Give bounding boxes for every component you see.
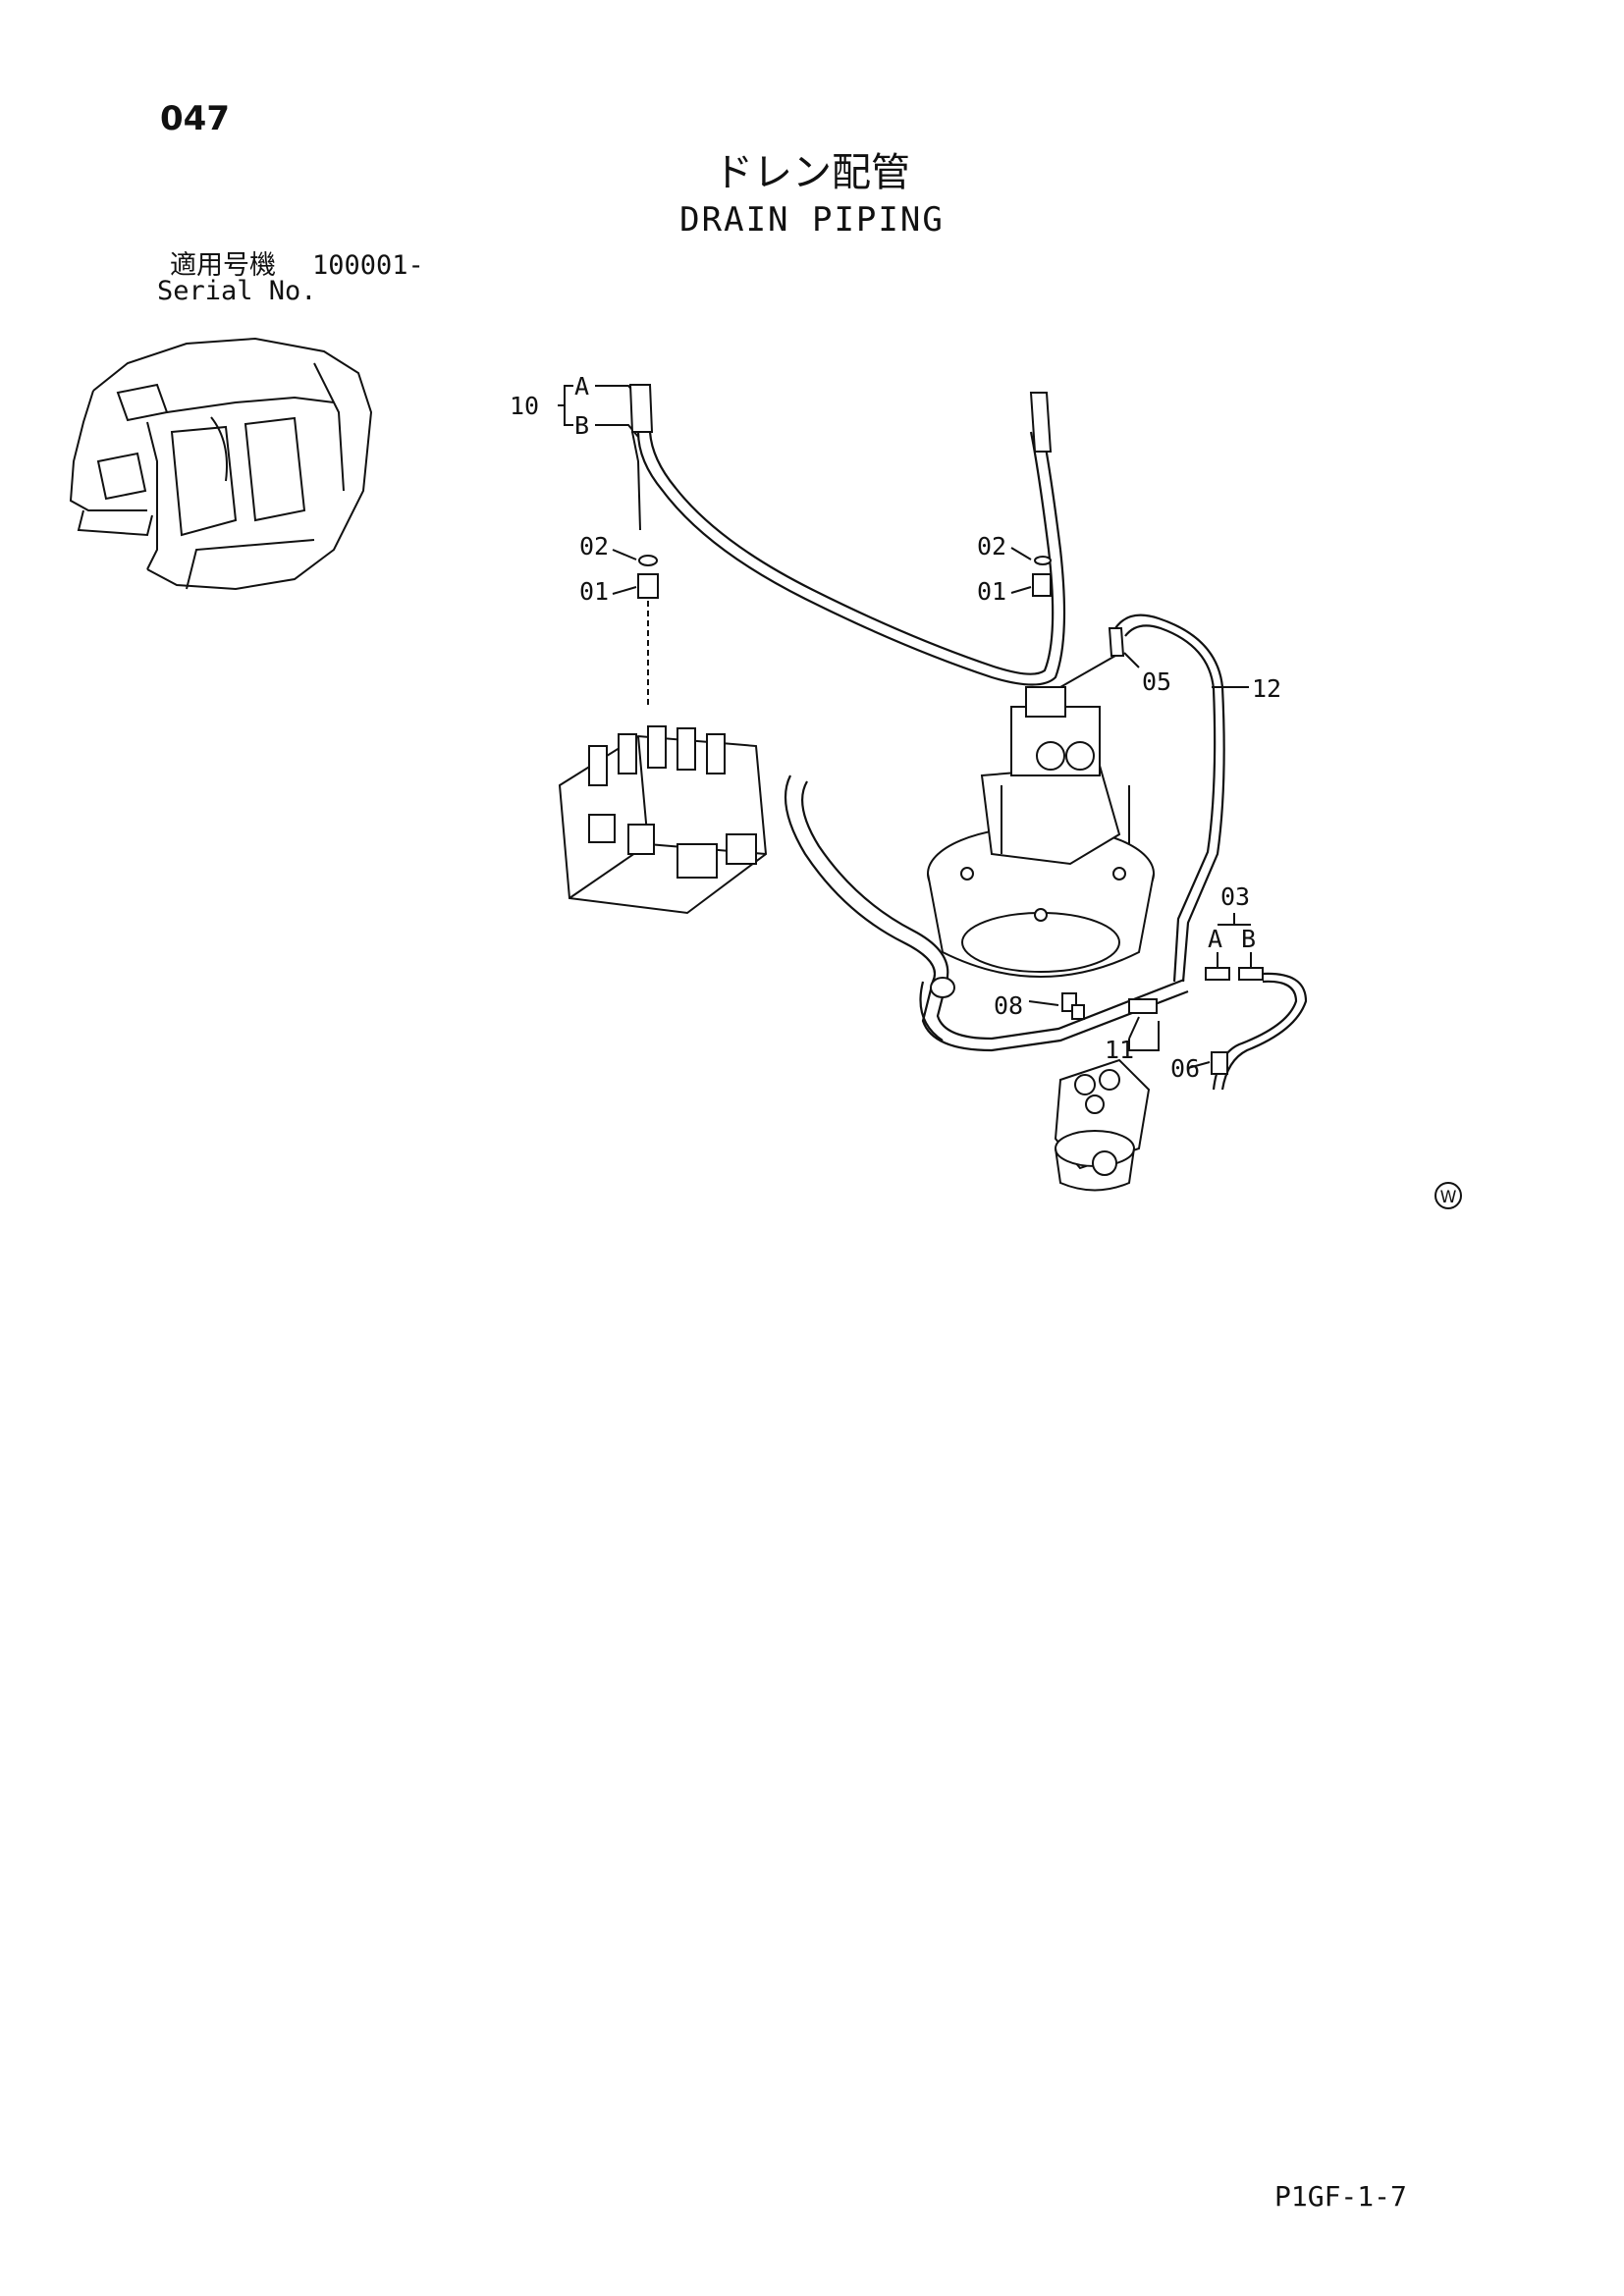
- right-fittings-02-01: [1010, 547, 1052, 597]
- callout-03-a: A: [1208, 925, 1222, 953]
- callout-03: 03: [1220, 882, 1250, 911]
- callout-10-bracket: [558, 385, 639, 438]
- callout-10: 10: [510, 392, 539, 420]
- footer-page-code: P1GF-1-7: [1274, 2180, 1407, 2213]
- center-joint-illustration: [1054, 1058, 1151, 1192]
- callout-12: 12: [1252, 674, 1281, 703]
- callout-05: 05: [1142, 667, 1171, 696]
- hose-item-10: [628, 384, 1066, 686]
- left-fittings-02-01: [612, 549, 659, 707]
- serial-label-japanese: 適用号機: [170, 250, 276, 281]
- hose-item-12: [1059, 614, 1249, 983]
- callout-10-a: A: [574, 372, 589, 400]
- circled-w-letter: W: [1440, 1188, 1457, 1207]
- serial-number-value: 100001-: [312, 250, 424, 281]
- callout-01-left: 01: [579, 577, 609, 606]
- callout-03-b: B: [1241, 925, 1256, 953]
- callout-11: 11: [1105, 1036, 1134, 1064]
- callout-06: 06: [1170, 1054, 1200, 1083]
- callout-10-b: B: [574, 411, 589, 440]
- callout-08: 08: [994, 991, 1023, 1020]
- page-title-japanese: ドレン配管: [714, 150, 910, 195]
- callout-01-right: 01: [977, 577, 1006, 606]
- serial-label-english: Serial No.: [157, 276, 317, 306]
- callout-02-right: 02: [977, 532, 1006, 561]
- callout-02-left: 02: [579, 532, 609, 561]
- circled-w-mark: W: [1435, 1182, 1462, 1209]
- control-valve-illustration: [558, 725, 768, 915]
- return-pipe-loop: [784, 774, 1189, 1052]
- machine-thumbnail-illustration: [69, 337, 373, 591]
- page-number: 047: [160, 99, 230, 138]
- swing-motor-illustration: [927, 686, 1155, 978]
- page-title-english: DRAIN PIPING: [679, 200, 945, 240]
- fittings-lower: [1028, 913, 1308, 1091]
